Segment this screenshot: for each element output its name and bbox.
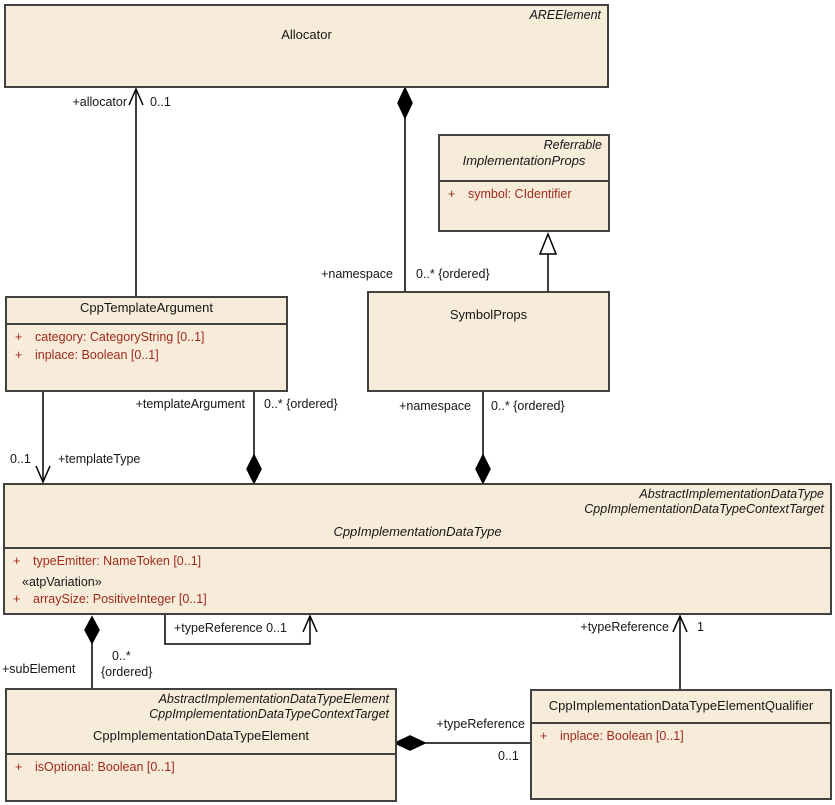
edge-label-self-type-reference: +typeReference 0..1 [174, 621, 287, 635]
edge-symbol-namespace-composition [475, 392, 491, 485]
class-name: CppImplementationDataType [333, 524, 502, 539]
edge-mult-element-type-reference: 0..1 [498, 749, 519, 763]
class-name: SymbolProps [449, 307, 528, 322]
class-supertype: AREElement [529, 8, 601, 22]
class-implementation-props: Referrable ImplementationProps +symbol: … [438, 134, 610, 232]
edge-role-symbol-namespace: +namespace [399, 399, 471, 413]
edge-constraint-sub-element: {ordered} [101, 665, 153, 679]
edge-mult-template-type: 0..1 [10, 452, 31, 466]
edge-mult-allocator-namespace: 0..* {ordered} [416, 267, 490, 281]
edge-role-template-type: +templateType [58, 452, 141, 466]
edge-template-type-association [35, 392, 51, 484]
edge-role-template-argument: +templateArgument [135, 397, 245, 411]
edge-mult-template-argument: 0..* {ordered} [264, 397, 338, 411]
class-cpp-implementation-data-type: AbstractImplementationDataType CppImplem… [3, 483, 832, 615]
attribute-row: +inplace: Boolean [0..1] [540, 729, 684, 743]
edge-role-qualifier-type-reference: +typeReference [580, 620, 669, 634]
attribute-stereotype-row: «atpVariation» [22, 574, 102, 589]
class-supertype: Referrable [543, 138, 602, 152]
attribute-row: +inplace: Boolean [0..1] [15, 347, 159, 362]
class-name: CppImplementationDataTypeElementQualifie… [548, 698, 814, 713]
class-supertype: AbstractImplementationDataType [639, 487, 824, 501]
edge-mult-qualifier-type-reference: 1 [697, 620, 704, 634]
edge-mult-symbol-namespace: 0..* {ordered} [491, 399, 565, 413]
class-supertype: CppImplementationDataTypeContextTarget [149, 707, 389, 721]
attribute-row: +isOptional: Boolean [0..1] [15, 760, 175, 774]
edge-sub-element-composition [84, 615, 100, 688]
edge-template-argument-composition [246, 392, 262, 485]
edge-allocator-namespace-composition [397, 86, 413, 291]
edge-role-sub-element: +subElement [2, 662, 76, 676]
class-name: ImplementationProps [462, 153, 586, 168]
edge-qualifier-type-reference [672, 614, 688, 689]
edge-mult-allocator: 0..1 [150, 95, 171, 109]
edge-role-allocator-namespace: +namespace [321, 267, 393, 281]
class-cpp-implementation-data-type-element-qualifier: CppImplementationDataTypeElementQualifie… [530, 689, 832, 800]
attribute-row: +category: CategoryString [0..1] [15, 330, 205, 344]
attribute-row: +typeEmitter: NameToken [0..1] [13, 554, 202, 568]
class-supertype: CppImplementationDataTypeContextTarget [584, 502, 824, 516]
class-symbol-props: SymbolProps [367, 291, 610, 392]
class-supertype: AbstractImplementationDataTypeElement [158, 692, 389, 706]
class-cpp-implementation-data-type-element: AbstractImplementationDataTypeElement Cp… [5, 688, 397, 802]
edge-mult-sub-element: 0..* [112, 649, 131, 663]
class-name: CppImplementationDataTypeElement [92, 728, 310, 743]
edge-role-element-type-reference: +typeReference [436, 717, 525, 731]
attribute-row: +symbol: CIdentifier [448, 187, 572, 201]
attribute-row: +arraySize: PositiveInteger [0..1] [13, 592, 207, 606]
edge-element-type-reference-composition [393, 735, 530, 751]
edge-self-type-reference [164, 614, 318, 645]
edge-role-allocator: +allocator [72, 95, 127, 109]
class-name: Allocator [281, 27, 332, 42]
class-name: CppTemplateArgument [80, 300, 213, 315]
class-cpp-template-argument: CppTemplateArgument +category: CategoryS… [5, 296, 288, 392]
edge-symbolprops-generalization [538, 231, 558, 291]
edge-allocator-association [128, 87, 144, 296]
class-allocator: AREElement Allocator [4, 4, 609, 88]
